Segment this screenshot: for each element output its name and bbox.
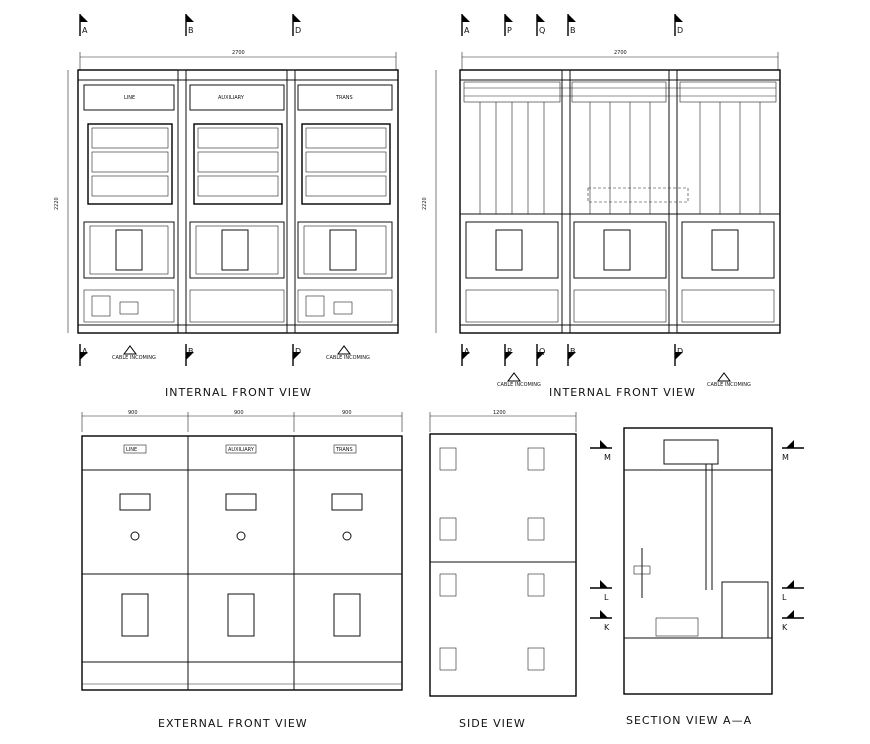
view-title: SIDE VIEW [459,717,526,730]
view-title: INTERNAL FRONT VIEW [165,386,312,399]
marker-label: D [295,347,301,356]
svg-text:TRANS: TRANS [335,447,353,453]
svg-text:Q: Q [539,26,545,35]
svg-text:K: K [782,623,788,632]
svg-text:B: B [570,26,576,35]
svg-text:P: P [507,26,512,35]
width-dimension: 2700 [232,50,245,56]
side-view: 1200 SIDE VIEW [429,410,577,730]
section-label-3: TRANS [335,95,353,101]
svg-text:CABLE INCOMING: CABLE INCOMING [112,355,156,361]
section-label-2: AUXILIARY [218,95,245,101]
view-title: SECTION VIEW A—A [626,714,752,727]
svg-text:P: P [507,347,512,356]
svg-text:A: A [464,26,470,35]
section-view-aa: M L K M L K SECTION VIEW A—A [590,427,804,727]
view-title: EXTERNAL FRONT VIEW [158,717,308,730]
internal-front-view-right: 2700 2220 [422,14,781,399]
section-markers-bottom: A B D [79,344,301,366]
svg-text:Q: Q [539,347,545,356]
marker-label: A [82,26,88,35]
height-dimension: 2220 [422,197,428,210]
cable-incoming-marker: CABLE INCOMING CABLE INCOMING [497,372,751,388]
height-dimension: 2220 [54,197,60,210]
svg-text:M: M [782,453,789,462]
svg-text:AUXILIARY: AUXILIARY [228,447,255,453]
svg-text:LINE: LINE [126,447,137,453]
svg-text:D: D [677,26,683,35]
section-markers-top: A B D [79,14,301,36]
ventilation-louvers [439,447,545,671]
svg-text:K: K [604,623,610,632]
svg-text:900: 900 [342,410,352,416]
width-dimension: 1200 [493,410,506,416]
marker-label: B [188,26,194,35]
internal-front-view-left: 2700 2220 LINE AUXILIARY [54,14,399,399]
section-label-1: LINE [124,95,135,101]
section-markers-top: A P Q B D [461,14,683,36]
svg-text:L: L [782,593,787,602]
marker-label: A [82,347,88,356]
external-front-view: 900 900 900 LINE AUXILIARY TRANS EXTERNA [81,410,403,730]
svg-text:CABLE INCOMING: CABLE INCOMING [707,382,751,388]
section-markers-bottom: A P Q B D [461,344,683,366]
cable-incoming-marker: CABLE INCOMING CABLE INCOMING [112,345,370,361]
breaker-doors [121,593,361,637]
marker-label: D [295,26,301,35]
view-title: INTERNAL FRONT VIEW [549,386,696,399]
section-markers-left: M L K [590,440,612,632]
svg-text:900: 900 [234,410,244,416]
svg-text:CABLE INCOMING: CABLE INCOMING [326,355,370,361]
marker-label: B [188,347,194,356]
width-dimension: 2700 [614,50,627,56]
svg-text:900: 900 [128,410,138,416]
svg-text:CABLE INCOMING: CABLE INCOMING [497,382,541,388]
busbar-rows [463,81,777,103]
svg-text:B: B [570,347,576,356]
meter-groups [119,493,363,541]
section-markers-right: M L K [782,440,804,632]
svg-text:L: L [604,593,609,602]
panel-columns: LINE AUXILIARY TRANS [83,84,393,323]
svg-text:M: M [604,453,611,462]
svg-text:D: D [677,347,683,356]
vertical-busbars [479,102,761,214]
svg-text:A: A [464,347,470,356]
